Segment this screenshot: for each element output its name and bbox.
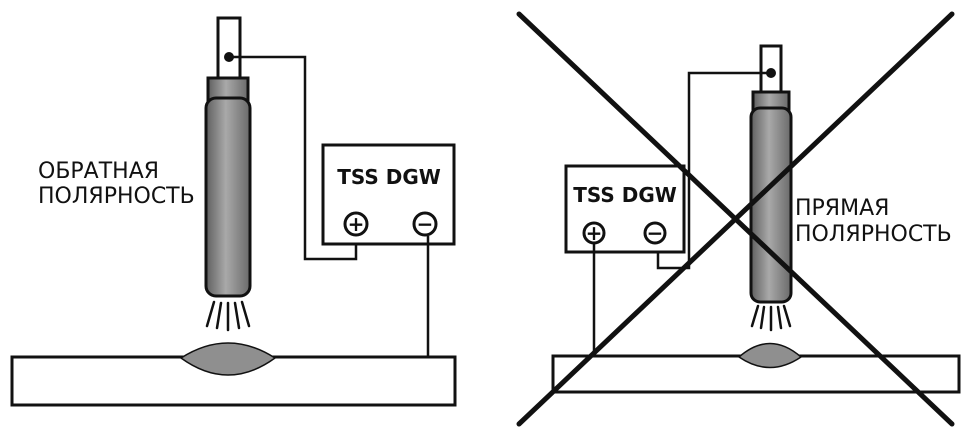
left-cable-positive: [224, 52, 358, 261]
right-panel: TSS DGW + − ПРЯМАЯ ПОЛЯРНОСТЬ: [516, 11, 961, 427]
right-plus-terminal: [582, 221, 606, 245]
right-power-source: TSS DGW + −: [564, 164, 686, 254]
right-weld-pool: [737, 342, 803, 369]
right-welding-torch-icon: [749, 44, 793, 332]
cross-out-x-icon: [516, 11, 955, 427]
right-cable-negative: [656, 68, 776, 270]
left-weld-pool: [179, 342, 277, 376]
right-plus-sign: +: [586, 221, 603, 245]
left-arc-sparks: [205, 300, 251, 332]
left-plus-terminal: [343, 211, 369, 237]
left-welding-torch-icon: [204, 16, 252, 332]
left-polarity-label-line1: ОБРАТНАЯ: [38, 159, 159, 184]
right-minus-terminal: [643, 221, 667, 245]
right-polarity-label-line1: ПРЯМАЯ: [795, 196, 889, 221]
right-machine-label: TSS DGW: [573, 183, 677, 207]
left-panel: TSS DGW + − ОБРАТНАЯ ПОЛЯРНОСТЬ: [10, 16, 457, 407]
right-minus-sign: −: [647, 221, 664, 245]
right-polarity-label-line2: ПОЛЯРНОСТЬ: [795, 222, 952, 247]
left-machine-label: TSS DGW: [337, 165, 441, 189]
left-polarity-label-line2: ПОЛЯРНОСТЬ: [38, 184, 195, 209]
left-plus-sign: +: [348, 212, 365, 236]
left-minus-sign: −: [417, 212, 434, 236]
right-arc-sparks: [750, 304, 792, 332]
left-power-source: TSS DGW + −: [321, 143, 456, 246]
left-minus-terminal: [412, 211, 438, 237]
